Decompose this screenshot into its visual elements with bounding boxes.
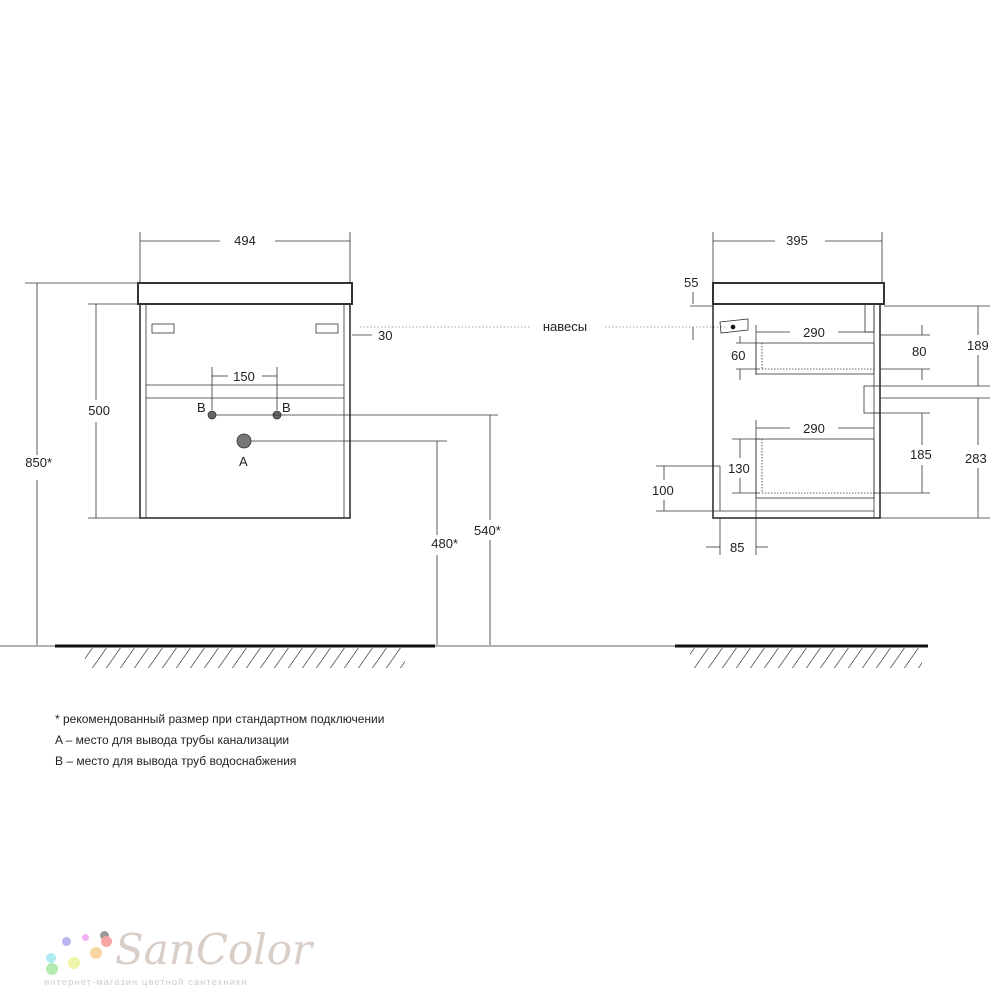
dim-top-thickness: 55 [684, 275, 698, 290]
dim-drawer-top-depth: 290 [803, 325, 825, 340]
dim-80: 80 [912, 344, 926, 359]
dim-depth: 395 [786, 233, 808, 248]
dim-60: 60 [731, 348, 745, 363]
dim-185: 185 [910, 447, 932, 462]
side-view-cabinet [712, 282, 885, 519]
dim-hinge-offset: 30 [378, 328, 392, 343]
supply-hole-b-left [207, 410, 217, 420]
label-b-left: B [197, 400, 206, 415]
label-b-right: B [282, 400, 291, 415]
logo-name: SanColor [115, 925, 313, 974]
dim-283: 283 [965, 451, 987, 466]
dim-drain-height: 480* [431, 536, 458, 551]
dim-100: 100 [652, 483, 674, 498]
dim-130: 130 [728, 461, 750, 476]
label-a: A [239, 454, 248, 469]
dim-drawer-bottom-depth: 290 [803, 421, 825, 436]
dim-total-height: 850* [25, 455, 52, 470]
front-view-cabinet [137, 282, 353, 519]
note-a: A – место для вывода трубы канализации [55, 733, 290, 747]
dim-body-height: 500 [88, 403, 110, 418]
notes: * рекомендованный размер при стандартном… [55, 709, 384, 772]
dim-85: 85 [730, 540, 744, 555]
dim-189: 189 [967, 338, 989, 353]
logo-tagline: интернет-магазин цветной сантехники [44, 977, 248, 988]
note-b: B – место для вывода труб водоснабжения [55, 754, 297, 768]
hinges-label: навесы [543, 319, 587, 334]
drain-hole-a [236, 433, 252, 449]
dim-width: 494 [234, 233, 256, 248]
note-recommended: * рекомендованный размер при стандартном… [55, 712, 385, 726]
logo: SanColor интернет-магазин цветной сантех… [40, 925, 312, 990]
dim-pipe-spacing: 150 [233, 369, 255, 384]
dim-supply-height: 540* [474, 523, 501, 538]
